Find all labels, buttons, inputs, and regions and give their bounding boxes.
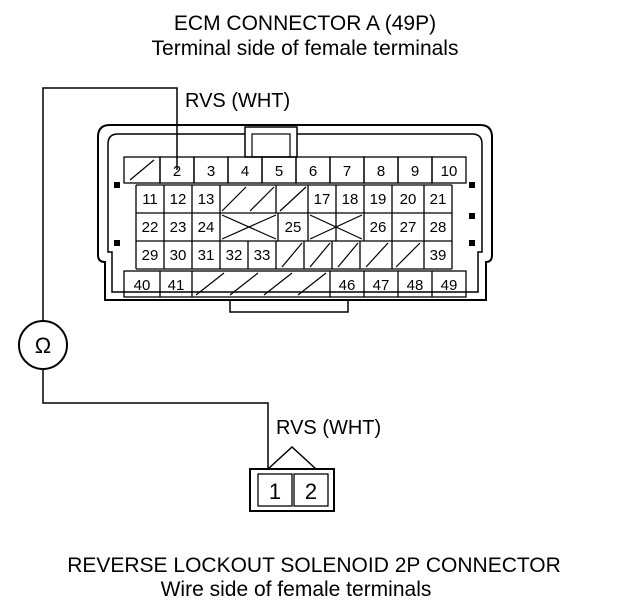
ohm-symbol: Ω bbox=[35, 333, 51, 358]
pin-48: 48 bbox=[407, 277, 424, 294]
pin-25: 25 bbox=[285, 219, 302, 236]
pin-8: 8 bbox=[377, 163, 385, 180]
pin-17: 17 bbox=[314, 191, 331, 208]
ecm-connector-subtitle: Terminal side of female terminals bbox=[152, 37, 459, 60]
pin-29: 29 bbox=[142, 247, 159, 264]
pin-11: 11 bbox=[142, 191, 158, 208]
pin-19: 19 bbox=[370, 191, 387, 208]
solenoid-wire-label: RVS (WHT) bbox=[276, 417, 381, 439]
pin-5: 5 bbox=[275, 163, 283, 180]
solenoid-pin-2: 2 bbox=[305, 479, 317, 504]
pin-3: 3 bbox=[207, 163, 215, 180]
pin-23: 23 bbox=[170, 219, 187, 236]
ecm-pin-grid: 2 3 4 5 6 7 8 9 10 bbox=[123, 156, 467, 298]
pin-10: 10 bbox=[441, 163, 458, 180]
ecm-wire-label: RVS (WHT) bbox=[185, 90, 290, 112]
pin-2: 2 bbox=[173, 163, 181, 180]
pin-47: 47 bbox=[373, 277, 390, 294]
pin-12: 12 bbox=[170, 191, 187, 208]
pin-rows-2-4: 11 12 13 17 18 19 20 21 22 23 24 25 26 2… bbox=[135, 184, 453, 270]
solenoid-connector: 1 2 bbox=[249, 445, 335, 512]
pin-22: 22 bbox=[142, 219, 159, 236]
pin-33: 33 bbox=[254, 247, 271, 264]
pin-18: 18 bbox=[342, 191, 359, 208]
pin-20: 20 bbox=[400, 191, 417, 208]
pin-39: 39 bbox=[430, 247, 447, 264]
pin-40: 40 bbox=[134, 277, 151, 294]
ecm-connector-housing bbox=[97, 124, 493, 313]
pin-21: 21 bbox=[430, 191, 447, 208]
pin-28: 28 bbox=[430, 219, 447, 236]
solenoid-pin-1: 1 bbox=[269, 479, 281, 504]
pin-27: 27 bbox=[400, 219, 417, 236]
pin-31: 31 bbox=[198, 247, 215, 264]
pin-30: 30 bbox=[170, 247, 187, 264]
pin-row-5: 40 41 46 47 48 49 bbox=[123, 270, 467, 298]
ecm-connector-title: ECM CONNECTOR A (49P) bbox=[174, 12, 436, 35]
pin-49: 49 bbox=[441, 277, 458, 294]
pin-7: 7 bbox=[343, 163, 351, 180]
pin-24: 24 bbox=[198, 219, 215, 236]
test-lead-wire-top bbox=[42, 87, 178, 320]
pin-26: 26 bbox=[370, 219, 387, 236]
solenoid-connector-title: REVERSE LOCKOUT SOLENOID 2P CONNECTOR bbox=[67, 554, 561, 577]
pin-4: 4 bbox=[241, 163, 249, 180]
pin-row-1: 2 3 4 5 6 7 8 9 10 bbox=[123, 156, 467, 184]
pin-46: 46 bbox=[339, 277, 356, 294]
pin-32: 32 bbox=[226, 247, 243, 264]
pin-13: 13 bbox=[198, 191, 215, 208]
solenoid-connector-subtitle: Wire side of female terminals bbox=[161, 578, 432, 601]
pin-6: 6 bbox=[309, 163, 317, 180]
pin-41: 41 bbox=[168, 277, 185, 294]
test-lead-wire-bottom bbox=[42, 370, 269, 469]
pin-9: 9 bbox=[411, 163, 419, 180]
ohmmeter-icon: Ω bbox=[18, 320, 68, 370]
